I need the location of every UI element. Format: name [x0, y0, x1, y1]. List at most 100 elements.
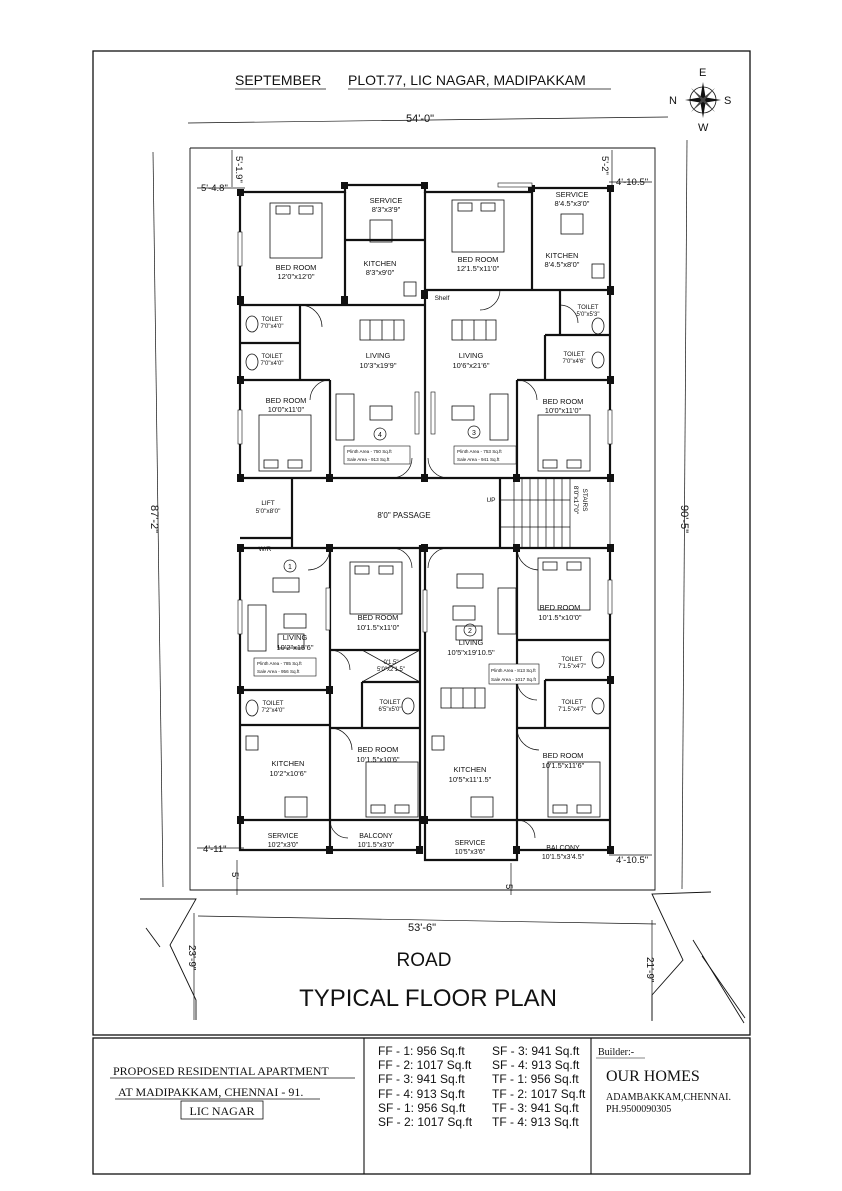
dim-right-height: 90'-5" — [678, 505, 690, 533]
builder-label: Builder:- — [598, 1047, 634, 1058]
svg-text:BED ROOM: BED ROOM — [276, 263, 317, 272]
road-label: ROAD — [397, 950, 452, 971]
dimension-lines — [152, 116, 688, 1020]
svg-text:4'-10.5": 4'-10.5" — [616, 855, 648, 866]
svg-text:4'-10.5": 4'-10.5" — [616, 177, 648, 188]
windows — [237, 182, 613, 635]
svg-text:23'-9": 23'-9" — [186, 945, 197, 971]
area-list-col1: FF - 1: 956 Sq.ft FF - 2: 1017 Sq.ft FF … — [378, 1044, 472, 1129]
structural-columns — [237, 182, 614, 854]
project-line2: AT MADIPAKKAM, CHENNAI - 91. — [118, 1085, 303, 1099]
svg-text:Plinth Area - 785 Sq.ft: Plinth Area - 785 Sq.ft — [257, 661, 302, 666]
header-month: SEPTEMBER — [235, 72, 321, 88]
area-item: SF - 2: 1017 Sq.ft — [378, 1115, 473, 1130]
svg-text:1: 1 — [288, 564, 292, 571]
svg-text:BALCONY: BALCONY — [546, 845, 580, 852]
svg-text:LIFT: LIFT — [261, 500, 274, 507]
svg-text:BED ROOM: BED ROOM — [543, 397, 584, 406]
svg-text:10'1.5"x3'4.5": 10'1.5"x3'4.5" — [542, 854, 585, 861]
svg-text:STAIRS: STAIRS — [581, 489, 588, 513]
svg-text:8'4.5"x8'0": 8'4.5"x8'0" — [545, 260, 580, 269]
svg-text:6'5"x5'0": 6'5"x5'0" — [379, 707, 402, 713]
svg-text:5'-2": 5'-2" — [599, 156, 610, 175]
staircase — [499, 477, 611, 549]
svg-text:7'0"x4'0": 7'0"x4'0" — [261, 361, 284, 367]
svg-text:8'0"x17'0": 8'0"x17'0" — [572, 486, 579, 515]
svg-text:Shelf: Shelf — [435, 295, 450, 302]
svg-text:8'0" PASSAGE: 8'0" PASSAGE — [377, 511, 430, 520]
dim-top-width: 54'-0" — [406, 113, 434, 125]
title-block-frame — [92, 1037, 751, 1175]
svg-text:5'0"x5'3": 5'0"x5'3" — [577, 312, 600, 318]
svg-text:TOILET: TOILET — [380, 700, 401, 706]
svg-text:0'1.5": 0'1.5" — [384, 660, 399, 666]
svg-text:KITCHEN: KITCHEN — [364, 259, 397, 268]
svg-text:12'0"x12'0": 12'0"x12'0" — [278, 272, 315, 281]
north-compass-icon: E N S W — [669, 67, 731, 134]
svg-text:Sale Area - 1017 Sq.ft: Sale Area - 1017 Sq.ft — [491, 677, 537, 682]
svg-text:Sale Area - 913 Sq.ft: Sale Area - 913 Sq.ft — [347, 457, 390, 462]
svg-text:BALCONY: BALCONY — [359, 833, 393, 840]
svg-text:7'0"x4'6": 7'0"x4'6" — [563, 359, 586, 365]
svg-text:BED ROOM: BED ROOM — [358, 745, 399, 754]
dim-bottom-width: 53'-6" — [408, 922, 436, 934]
svg-text:7'0"x4'0": 7'0"x4'0" — [261, 324, 284, 330]
svg-text:7'1.5"x4'7": 7'1.5"x4'7" — [558, 707, 586, 713]
area-item: FF - 4: 913 Sq.ft — [378, 1086, 465, 1101]
svg-text:10'2"x10'6": 10'2"x10'6" — [270, 769, 307, 778]
header-plot: PLOT.77, LIC NAGAR, MADIPAKKAM — [348, 72, 586, 88]
svg-text:W/R: W/R — [259, 546, 272, 553]
svg-text:8'3"x3'9": 8'3"x3'9" — [372, 205, 401, 214]
svg-text:TOILET: TOILET — [262, 317, 283, 323]
bed-icon — [258, 199, 601, 818]
area-item: TF - 2: 1017 Sq.ft — [492, 1086, 586, 1101]
svg-text:KITCHEN: KITCHEN — [546, 251, 579, 260]
builder-phone: PH.9500090305 — [606, 1104, 671, 1115]
svg-text:10'2"x15'6": 10'2"x15'6" — [277, 643, 314, 652]
svg-text:Plinth Area - 750 Sq.ft: Plinth Area - 750 Sq.ft — [347, 449, 392, 454]
svg-text:TOILET: TOILET — [562, 657, 583, 663]
svg-text:Plinth Area - 813 Sq.ft: Plinth Area - 813 Sq.ft — [491, 668, 536, 673]
svg-text:21'-9": 21'-9" — [644, 957, 655, 983]
svg-text:10'6"x21'6": 10'6"x21'6" — [453, 361, 490, 370]
svg-text:BED ROOM: BED ROOM — [543, 751, 584, 760]
dining-table-icon — [359, 319, 497, 709]
svg-text:3: 3 — [472, 430, 476, 437]
builder-name: OUR HOMES — [606, 1068, 700, 1085]
road — [140, 891, 746, 1024]
area-item: SF - 4: 913 Sq.ft — [492, 1058, 580, 1073]
svg-text:KITCHEN: KITCHEN — [454, 765, 487, 774]
svg-text:7'2"x4'0": 7'2"x4'0" — [262, 708, 285, 714]
svg-text:TOILET: TOILET — [564, 352, 585, 358]
area-item: SF - 3: 941 Sq.ft — [492, 1044, 580, 1058]
area-item: TF - 1: 956 Sq.ft — [492, 1072, 579, 1087]
svg-text:10'3"x19'9": 10'3"x19'9" — [360, 361, 397, 370]
svg-text:TOILET: TOILET — [262, 354, 283, 360]
project-line1: PROPOSED RESIDENTIAL APARTMENT — [113, 1064, 329, 1078]
svg-text:5'0"x2'1.5": 5'0"x2'1.5" — [377, 667, 405, 673]
svg-text:SERVICE: SERVICE — [556, 190, 589, 199]
svg-text:Sale Area - 956 Sq.ft: Sale Area - 956 Sq.ft — [257, 669, 300, 674]
svg-text:5'-4.8": 5'-4.8" — [201, 183, 228, 194]
svg-text:4'-11": 4'-11" — [203, 844, 227, 855]
svg-text:10'2"x3'0": 10'2"x3'0" — [268, 842, 299, 849]
svg-text:KITCHEN: KITCHEN — [272, 759, 305, 768]
svg-text:UP: UP — [486, 497, 495, 504]
svg-text:Plinth Area - 753 Sq.ft: Plinth Area - 753 Sq.ft — [457, 449, 502, 454]
svg-text:N: N — [669, 95, 677, 107]
svg-text:SERVICE: SERVICE — [455, 840, 486, 847]
svg-text:8'3"x9'0": 8'3"x9'0" — [366, 268, 395, 277]
svg-text:BED ROOM: BED ROOM — [266, 396, 307, 405]
svg-text:W: W — [698, 122, 709, 134]
svg-text:LIVING: LIVING — [459, 351, 484, 360]
door-swings — [299, 289, 579, 839]
kitchen-counter — [245, 213, 605, 818]
sofa-icon — [247, 393, 517, 652]
area-item: FF - 2: 1017 Sq.ft — [378, 1058, 472, 1073]
svg-text:SERVICE: SERVICE — [370, 196, 403, 205]
svg-text:TOILET: TOILET — [578, 305, 599, 311]
svg-text:7'1.5"x4'7": 7'1.5"x4'7" — [558, 664, 586, 670]
svg-text:SERVICE: SERVICE — [268, 833, 299, 840]
svg-text:LIVING: LIVING — [459, 638, 484, 647]
svg-text:LIVING: LIVING — [366, 351, 391, 360]
